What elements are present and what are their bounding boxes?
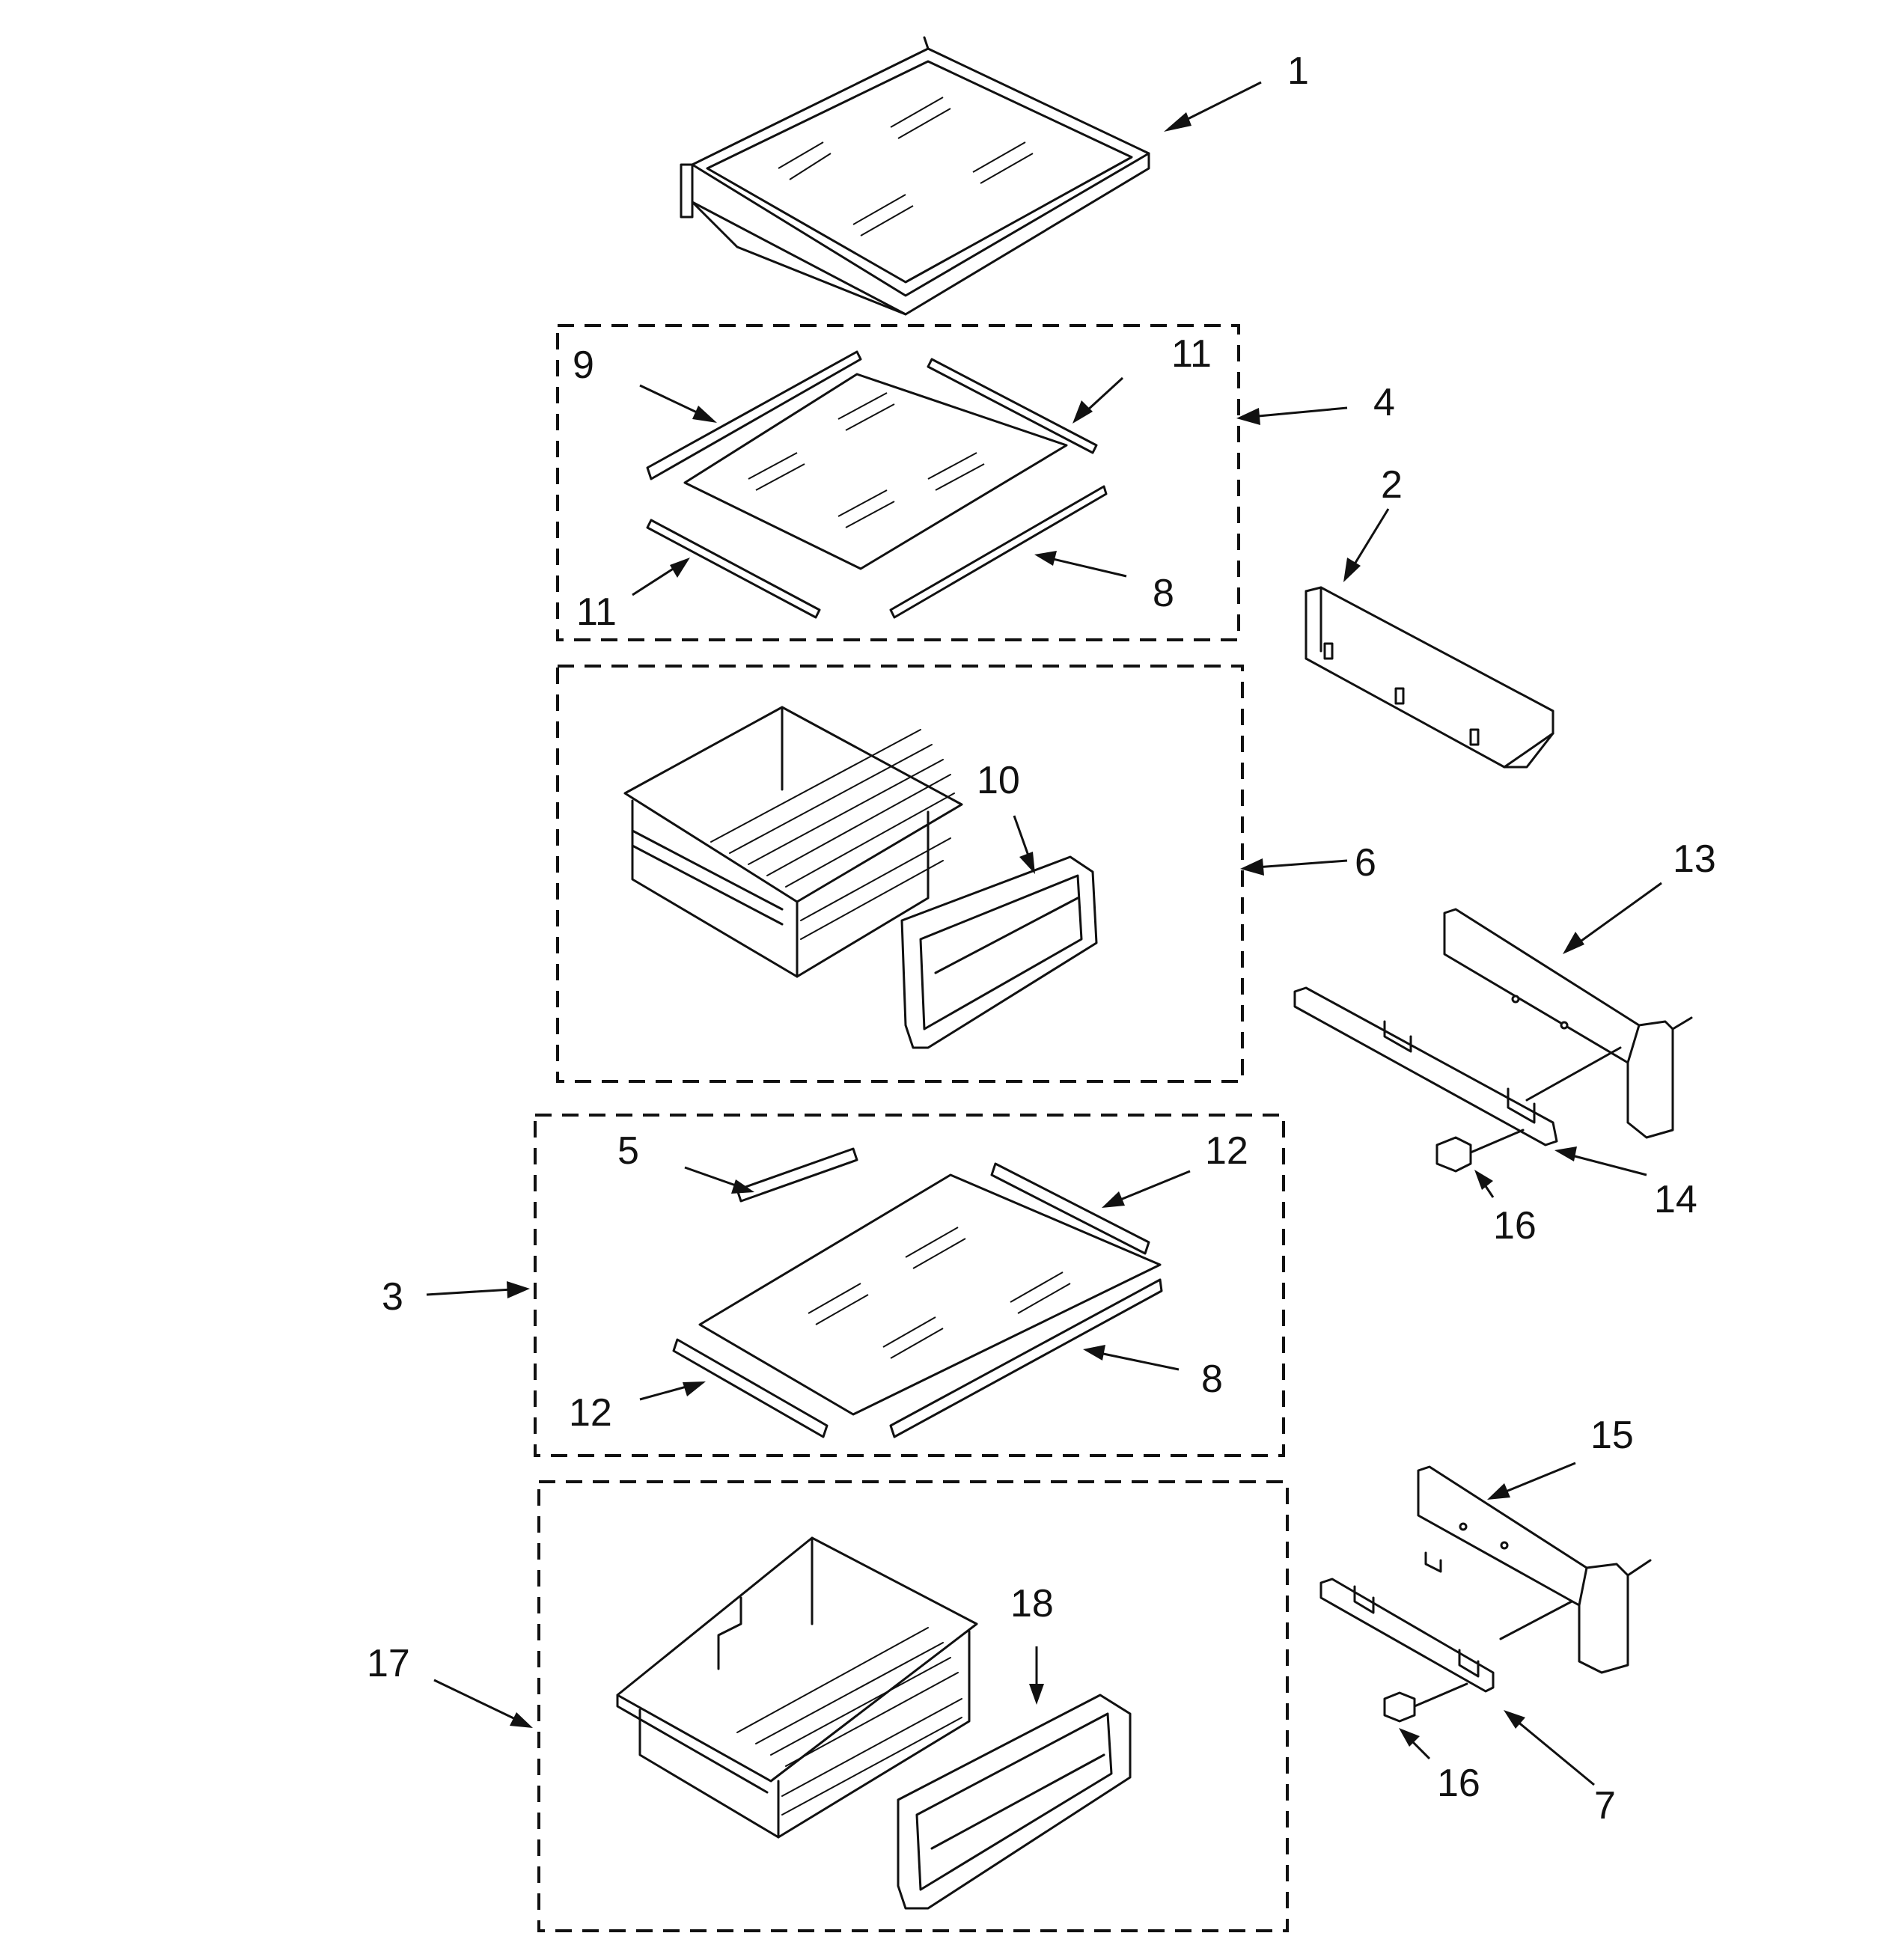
bracket-part-2 (1305, 586, 1554, 769)
callout-10: 10 (977, 759, 1020, 802)
callout-2: 2 (1381, 463, 1403, 507)
kit-box-17 (537, 1480, 1289, 1932)
leader-arrows (426, 81, 1662, 1786)
callout-4: 4 (1373, 381, 1395, 424)
callout-17: 17 (367, 1642, 410, 1685)
callout-6: 6 (1355, 841, 1376, 885)
slide-assembly-part-13 (1443, 908, 1693, 1139)
callout-5: 5 (617, 1129, 639, 1173)
callout-11-upper: 11 (1171, 332, 1212, 376)
callout-8-upper: 8 (1153, 572, 1174, 615)
callout-9: 9 (573, 343, 594, 387)
slide-assembly-part-15 (1417, 1465, 1652, 1674)
screw-part-16-lower (1383, 1682, 1468, 1723)
crisper-cover-part-10 (900, 855, 1098, 1049)
kit-box-4 (556, 324, 1240, 641)
callout-18: 18 (1010, 1582, 1054, 1625)
meat-pan (616, 1536, 978, 1839)
callout-3: 3 (382, 1275, 403, 1319)
kit-box-3 (534, 1114, 1285, 1457)
shelf-assembly-part-1 (680, 36, 1150, 316)
callout-16-lower: 16 (1437, 1762, 1480, 1805)
callout-15: 15 (1590, 1414, 1634, 1457)
callout-14: 14 (1654, 1178, 1697, 1221)
slide-rail-part-14 (1293, 986, 1558, 1146)
callout-labels: 1 2 3 4 5 6 7 8 8 9 10 11 11 12 12 13 14… (367, 49, 1716, 1827)
pan-cover-part-18 (897, 1694, 1132, 1910)
callout-8-lower: 8 (1201, 1358, 1223, 1401)
callout-13: 13 (1673, 837, 1716, 881)
slide-rail-part-7 (1319, 1578, 1495, 1693)
glass-shelf-part-3 (672, 1147, 1163, 1438)
callout-1: 1 (1287, 49, 1309, 93)
glass-shelf-part-4 (646, 350, 1108, 619)
crisper-pan (623, 706, 963, 978)
callout-12-upper: 12 (1205, 1129, 1248, 1173)
callout-11-lower: 11 (576, 590, 617, 634)
callout-12-lower: 12 (569, 1391, 612, 1435)
callout-16-upper: 16 (1493, 1204, 1537, 1248)
kit-box-6 (556, 665, 1244, 1083)
screw-part-16-upper (1435, 1129, 1525, 1173)
callout-7: 7 (1594, 1784, 1616, 1827)
